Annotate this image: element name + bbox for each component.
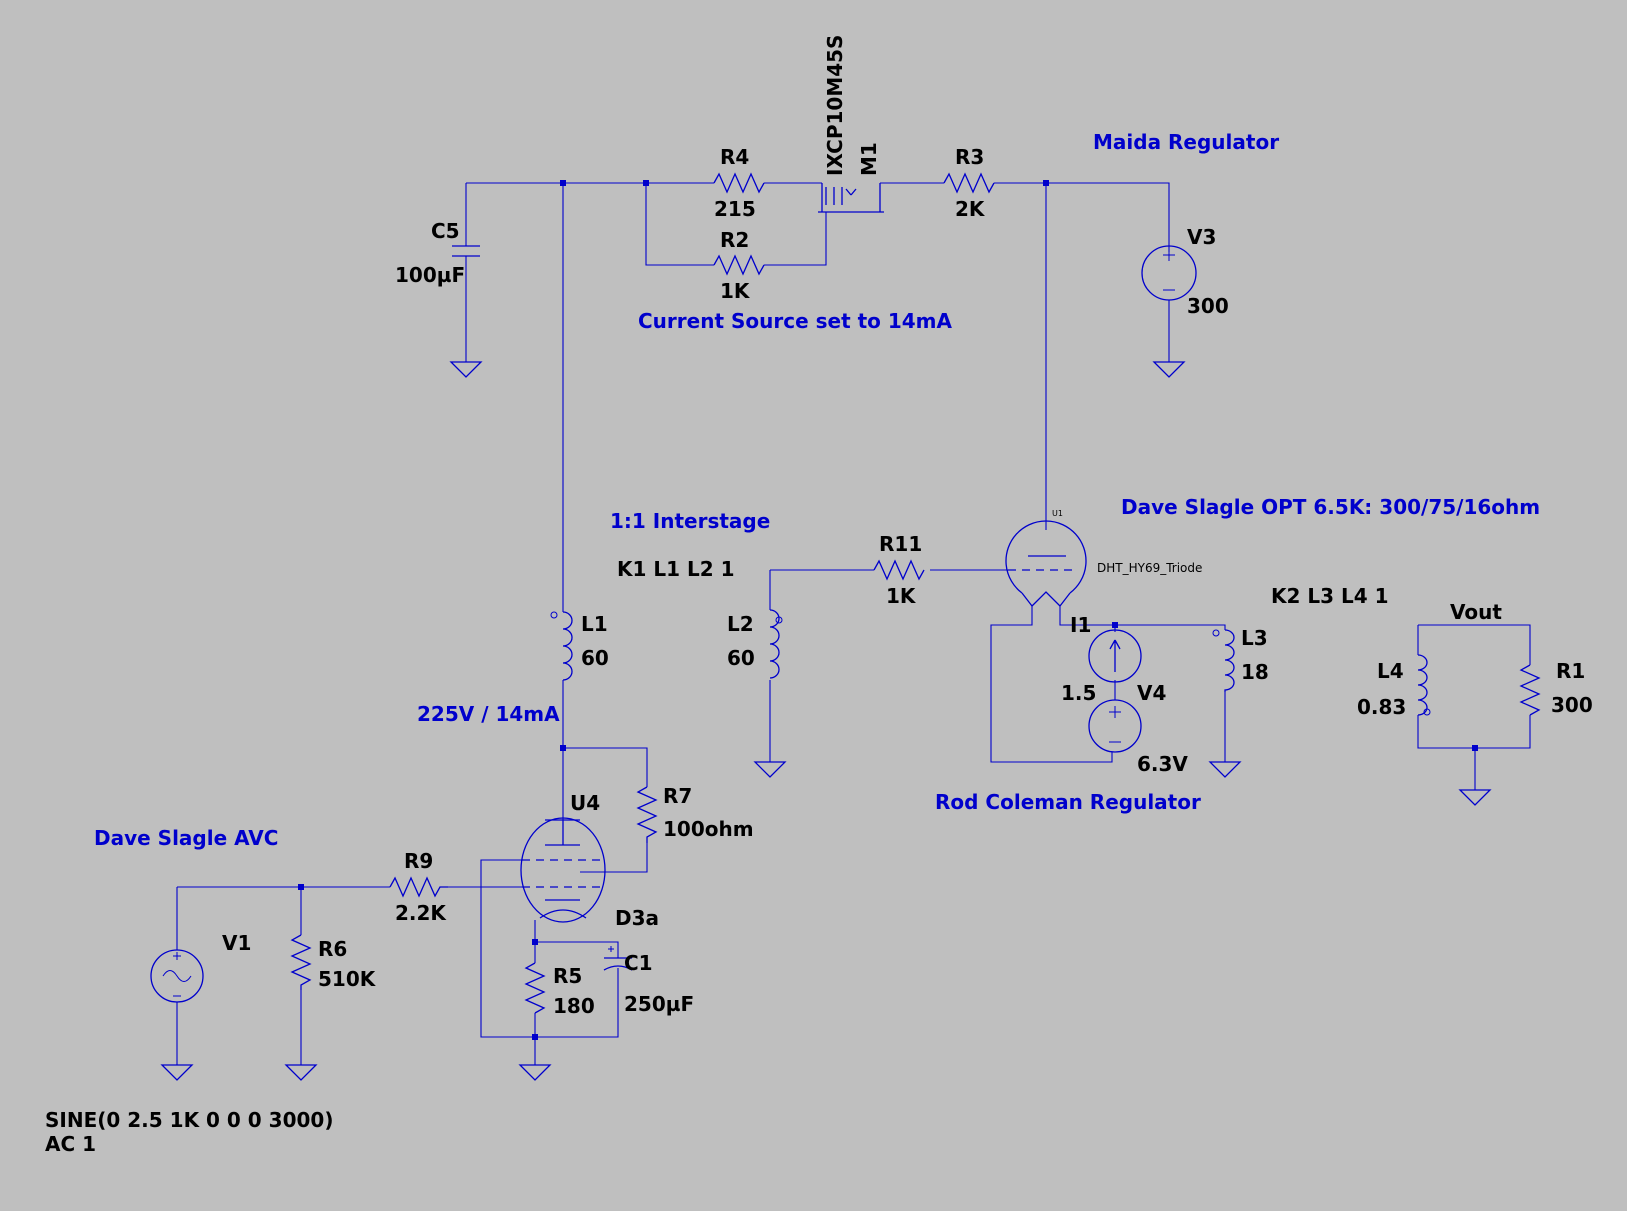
r5-ref: R5 (553, 964, 582, 988)
interstage-note: 1:1 Interstage (610, 509, 770, 533)
ground-icon (1458, 789, 1492, 806)
tube-u1[interactable]: U1 DHT_HY69_Triode (1005, 509, 1202, 607)
u1-ref: U1 (1052, 509, 1063, 518)
l3-ref: L3 (1241, 626, 1268, 650)
v3-ref: V3 (1187, 225, 1216, 249)
k2-directive[interactable]: K2 L3 L4 1 (1271, 584, 1389, 608)
bias-point-note: 225V / 14mA (417, 702, 560, 726)
r1-value: 300 (1551, 693, 1593, 717)
resistor-r3[interactable]: R3 2K (943, 145, 995, 221)
resistor-r11[interactable]: R11 1K (873, 532, 925, 608)
c1-value: 250µF (624, 992, 694, 1016)
ground-symbols (160, 361, 1492, 1081)
v1-ac-directive[interactable]: AC 1 (45, 1132, 96, 1156)
l1-ref: L1 (581, 612, 608, 636)
ground-icon (518, 1064, 552, 1081)
resistor-r9[interactable]: R9 2.2K (389, 849, 448, 925)
r6-value: 510K (318, 967, 377, 991)
current-source-note: Current Source set to 14mA (638, 309, 953, 333)
r9-value: 2.2K (395, 901, 447, 925)
capacitor-c5[interactable]: C5 100µF (395, 219, 480, 287)
resistor-r6[interactable]: R6 510K (290, 934, 377, 991)
c5-ref: C5 (431, 219, 460, 243)
l2-value: 60 (727, 646, 755, 670)
r3-value: 2K (955, 197, 986, 221)
i1-ref: I1 (1070, 613, 1091, 637)
spice-directives: K1 L1 L2 1 K2 L3 L4 1 SINE(0 2.5 1K 0 0 … (45, 557, 1389, 1156)
resistor-r5[interactable]: R5 180 (524, 962, 595, 1018)
avc-note: Dave Slagle AVC (94, 826, 278, 850)
resistor-r1[interactable]: R1 300 (1519, 659, 1593, 717)
r7-ref: R7 (663, 784, 692, 808)
rod-coleman-note: Rod Coleman Regulator (935, 790, 1201, 814)
l4-value: 0.83 (1357, 695, 1406, 719)
v1-ref: V1 (222, 931, 251, 955)
l4-ref: L4 (1377, 659, 1404, 683)
u4-ref: U4 (570, 791, 600, 815)
ground-icon (1152, 361, 1186, 378)
l3-value: 18 (1241, 660, 1269, 684)
inductor-l3[interactable]: L3 18 (1212, 626, 1269, 692)
i1-value: 1.5 (1061, 681, 1096, 705)
r11-value: 1K (886, 584, 917, 608)
ground-icon (160, 1064, 194, 1081)
wires (176, 182, 1531, 1065)
r5-value: 180 (553, 994, 595, 1018)
annotations: Maida Regulator Current Source set to 14… (94, 130, 1540, 850)
junctions (298, 180, 1478, 1040)
resistor-r4[interactable]: R4 215 (713, 145, 765, 221)
r9-ref: R9 (404, 849, 433, 873)
u1-value: DHT_HY69_Triode (1097, 561, 1202, 575)
ground-icon (449, 361, 483, 378)
capacitor-c1[interactable]: C1 250µF (603, 946, 694, 1016)
mosfet-m1[interactable]: IXCP10M45S M1 (818, 35, 884, 213)
voltage-source-v3[interactable]: V3 300 (1141, 225, 1229, 318)
m1-value: IXCP10M45S (823, 35, 847, 176)
resistor-r7[interactable]: R7 100ohm (636, 784, 754, 843)
r11-ref: R11 (879, 532, 922, 556)
r1-ref: R1 (1556, 659, 1585, 683)
r3-ref: R3 (955, 145, 984, 169)
l1-value: 60 (581, 646, 609, 670)
resistor-r2[interactable]: R2 1K (713, 228, 765, 303)
c1-ref: C1 (624, 951, 653, 975)
ground-icon (1208, 761, 1242, 778)
inductor-l1[interactable]: L1 60 (550, 611, 609, 681)
k1-directive[interactable]: K1 L1 L2 1 (617, 557, 735, 581)
u4-value: D3a (615, 906, 659, 930)
maida-regulator-note: Maida Regulator (1093, 130, 1279, 154)
r4-ref: R4 (720, 145, 749, 169)
l2-ref: L2 (727, 612, 754, 636)
vout-net-label: Vout (1450, 600, 1502, 624)
current-source-i1[interactable]: I1 1.5 (1061, 613, 1142, 705)
voltage-source-v1[interactable]: V1 (150, 931, 251, 1003)
inductor-l4[interactable]: L4 0.83 (1357, 654, 1431, 719)
r7-value: 100ohm (663, 817, 754, 841)
tube-u4[interactable]: U4 D3a (520, 791, 659, 930)
m1-ref: M1 (857, 142, 881, 176)
inductor-l2[interactable]: L2 60 (727, 609, 783, 679)
ground-icon (753, 761, 787, 778)
v4-ref: V4 (1137, 681, 1166, 705)
r6-ref: R6 (318, 937, 347, 961)
voltage-source-v4[interactable]: V4 6.3V (1088, 681, 1188, 776)
r4-value: 215 (714, 197, 756, 221)
opt-note: Dave Slagle OPT 6.5K: 300/75/16ohm (1121, 495, 1540, 519)
v3-value: 300 (1187, 294, 1229, 318)
r2-ref: R2 (720, 228, 749, 252)
v1-sine-directive[interactable]: SINE(0 2.5 1K 0 0 0 3000) (45, 1108, 333, 1132)
ground-icon (284, 1064, 318, 1081)
c5-value: 100µF (395, 263, 465, 287)
v4-value: 6.3V (1137, 752, 1188, 776)
r2-value: 1K (720, 279, 751, 303)
